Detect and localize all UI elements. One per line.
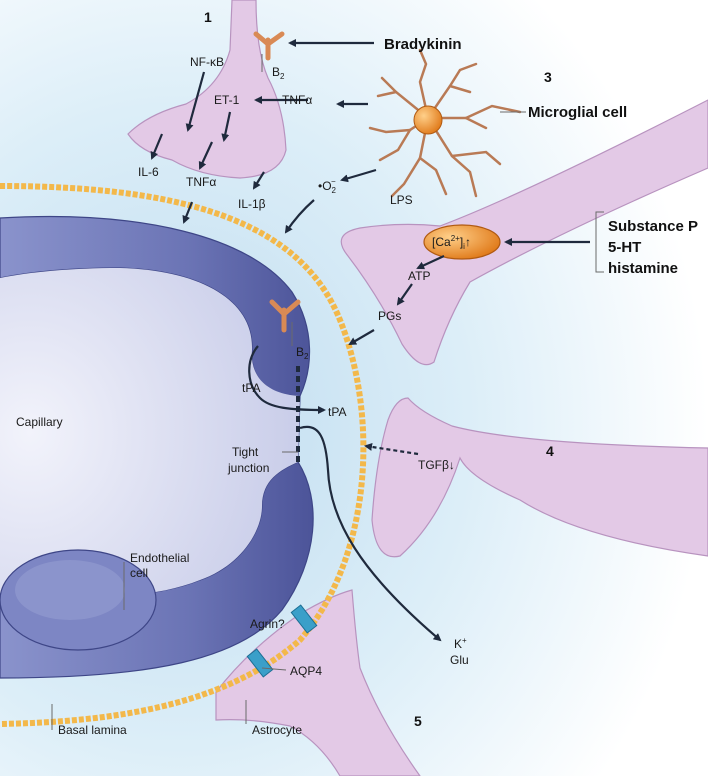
label-glutamate: Glu <box>450 653 469 667</box>
label-tight-junction-1: Tight <box>232 445 259 459</box>
label-tight-junction-2: junction <box>227 461 269 475</box>
neuron-3-body <box>340 99 708 366</box>
label-tgfb: TGFβ↓ <box>418 458 455 472</box>
label-il-1b: IL-1β <box>238 197 266 211</box>
label-number-5: 5 <box>414 713 422 729</box>
label-calcium: [Ca2+]i↑ <box>432 234 471 251</box>
capillary-lumen <box>0 268 300 598</box>
label-lps: LPS <box>390 193 413 207</box>
b2-receptor-endothelium <box>269 299 301 333</box>
label-tpa-in: tPA <box>242 381 260 395</box>
label-tnfa-in: TNFα <box>282 93 312 107</box>
label-bradykinin: Bradykinin <box>384 36 462 53</box>
label-astrocyte: Astrocyte <box>252 723 302 737</box>
label-endothelial-cell-1: Endothelial <box>130 551 189 565</box>
neuron-4-body <box>371 397 708 558</box>
microglia-nucleus <box>413 105 443 135</box>
label-pgs: PGs <box>378 309 401 323</box>
label-tpa-out: tPA <box>328 405 346 419</box>
label-potassium: K+ <box>454 636 467 651</box>
label-b2-neuron: B2 <box>272 65 285 81</box>
aqp4-channel-upper <box>290 604 318 634</box>
calcium-oval <box>423 224 501 260</box>
label-5-ht: 5-HT <box>608 239 641 256</box>
label-aqp4: AQP4 <box>290 664 322 678</box>
label-basal-lamina: Basal lamina <box>58 723 127 737</box>
label-number-1: 1 <box>204 9 212 25</box>
b2-receptor-neuron <box>253 31 285 61</box>
leader-lines <box>51 54 604 730</box>
label-microglial-cell: Microglial cell <box>528 104 627 121</box>
label-atp: ATP <box>408 269 430 283</box>
label-et-1: ET-1 <box>214 93 240 107</box>
label-histamine: histamine <box>608 260 678 277</box>
label-number-3: 3 <box>544 69 552 85</box>
label-superoxide: •O2− <box>318 177 337 195</box>
label-substance-p: Substance P <box>608 218 698 235</box>
label-capillary: Capillary <box>16 415 63 429</box>
label-endothelial-cell-2: cell <box>130 566 148 580</box>
label-b2-endothelium: B2 <box>296 345 309 361</box>
label-number-4: 4 <box>546 443 554 459</box>
microglial-cell <box>368 48 522 198</box>
signaling-arrows <box>150 39 590 642</box>
neuron-1-body <box>127 0 287 179</box>
aqp4-channel-lower <box>246 648 274 678</box>
basal-lamina <box>0 183 367 727</box>
label-tnfa-out: TNFα <box>186 175 216 189</box>
label-il-6: IL-6 <box>138 165 159 179</box>
nucleus-highlight <box>15 560 125 620</box>
label-nf-kb: NF-κB <box>190 55 224 69</box>
label-agrin: Agrin? <box>250 617 285 631</box>
